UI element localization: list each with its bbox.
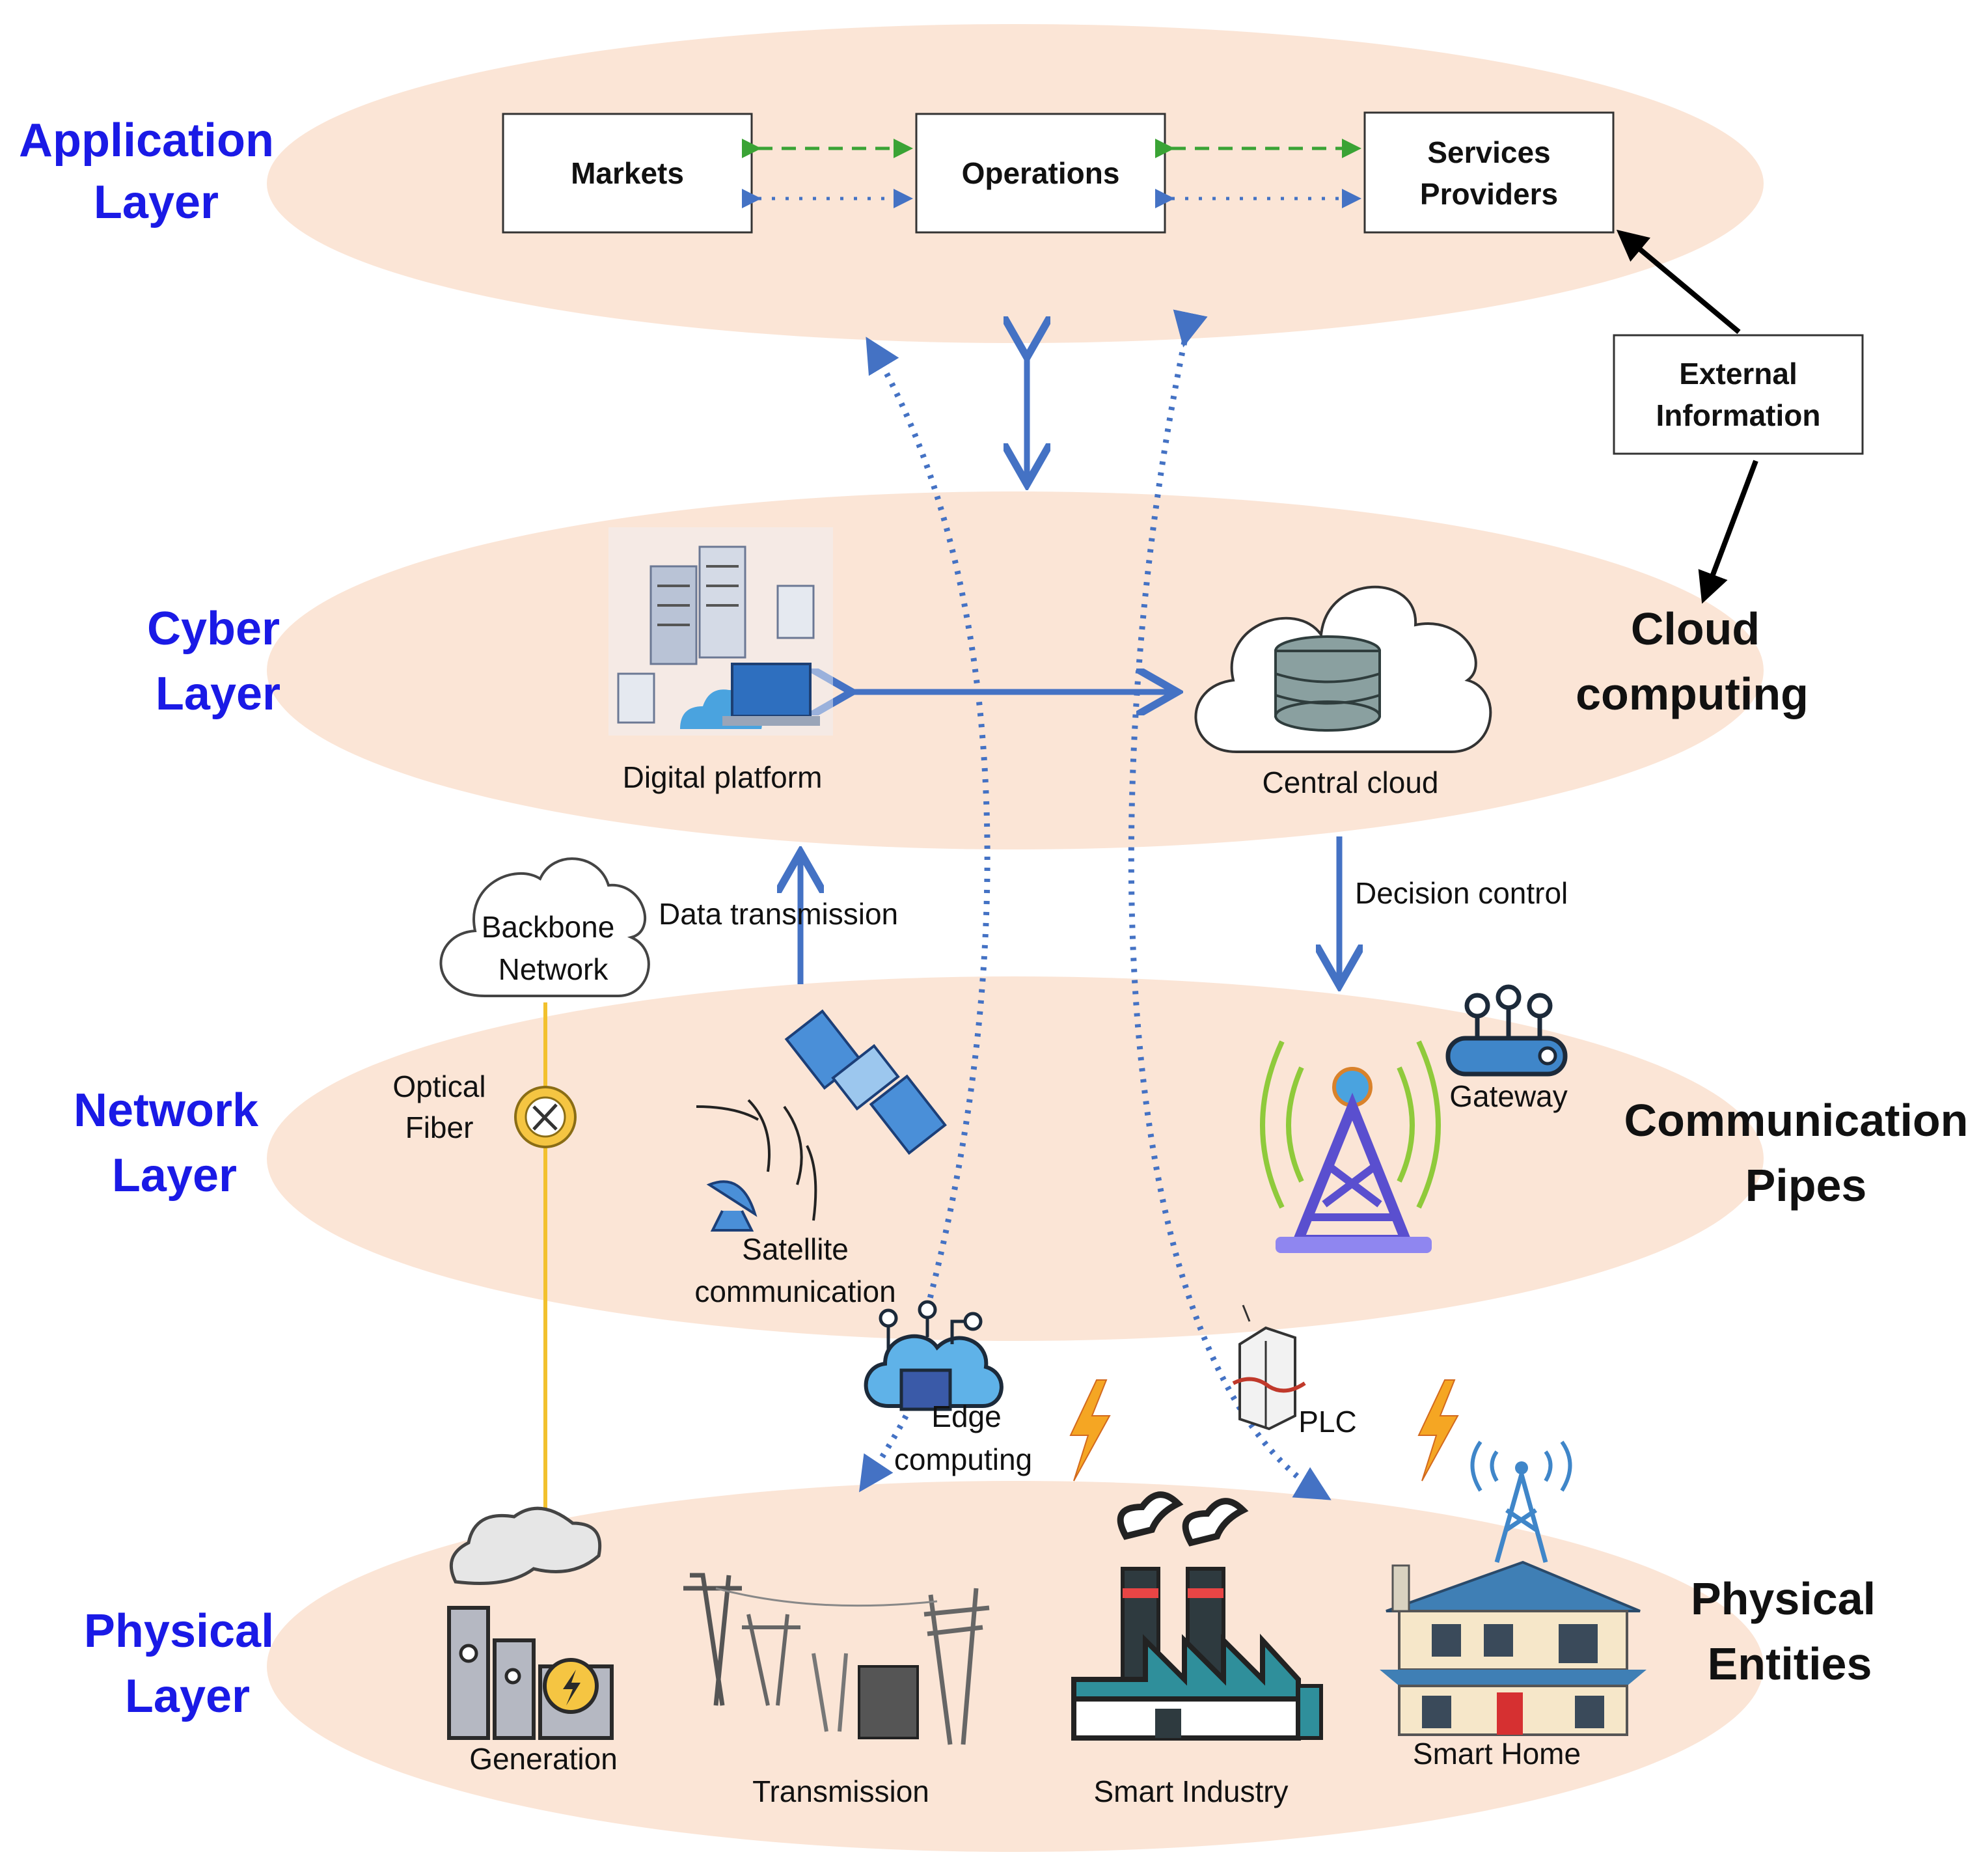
lightning-icon	[1069, 1379, 1111, 1482]
external-to-services-arrow	[1616, 229, 1741, 335]
svg-text:Cyber: Cyber	[147, 603, 280, 655]
svg-text:Layer: Layer	[156, 668, 280, 720]
edge-to-transmission-dotted-arrow	[859, 1404, 914, 1493]
transmission-caption: Transmission	[752, 1774, 929, 1808]
central-cloud-caption: Central cloud	[1262, 766, 1438, 799]
svg-text:Application: Application	[19, 115, 274, 167]
svg-text:Markets: Markets	[571, 156, 684, 190]
factory-icon	[1071, 1491, 1323, 1741]
network-layer-label: Network Layer	[74, 1084, 259, 1202]
svg-text:Layer: Layer	[125, 1670, 250, 1722]
plc-device-icon	[1232, 1304, 1306, 1431]
svg-text:Physical: Physical	[1691, 1573, 1876, 1624]
edge-caption-line1: Edge	[931, 1400, 1001, 1433]
svg-text:Layer: Layer	[94, 176, 219, 228]
svg-text:Cloud: Cloud	[1631, 603, 1760, 654]
digital-platform-icon	[608, 527, 833, 736]
svg-text:Operations: Operations	[962, 156, 1120, 190]
optical-caption-line2: Fiber	[405, 1110, 474, 1144]
cyber-layer-label: Cyber Layer	[147, 603, 280, 720]
dish-icon	[696, 1099, 817, 1232]
services-providers-box: Services Providers	[1363, 111, 1615, 234]
generation-caption: Generation	[469, 1742, 618, 1776]
data-transmission-caption: Data transmission	[659, 897, 898, 931]
physical-layer-label: Physical Layer	[84, 1605, 274, 1722]
smart-home-icon	[1380, 1441, 1646, 1736]
svg-text:Entities: Entities	[1708, 1638, 1872, 1689]
svg-text:Pipes: Pipes	[1745, 1160, 1867, 1211]
external-information-box: External Information	[1613, 334, 1864, 455]
svg-text:Layer: Layer	[112, 1150, 237, 1202]
cyber-ellipse	[267, 491, 1764, 849]
physical-ellipse	[267, 1481, 1764, 1852]
backbone-cloud-icon	[439, 857, 650, 997]
laptop-icon	[731, 663, 812, 717]
edge-caption-line2: computing	[894, 1442, 1032, 1476]
gateway-router-icon	[1445, 984, 1568, 1077]
edge-computing-icon	[864, 1300, 1004, 1411]
markets-box: Markets	[502, 113, 753, 234]
transmission-tower-icon	[683, 1573, 990, 1745]
cloud-database-icon	[1194, 585, 1492, 753]
satellite-caption-line1: Satellite	[742, 1232, 849, 1266]
backbone-caption-line2: Network	[499, 952, 609, 986]
svg-text:Network: Network	[74, 1084, 259, 1137]
svg-text:Physical: Physical	[84, 1605, 274, 1657]
svg-text:computing: computing	[1576, 669, 1809, 719]
application-layer-label: Application Layer	[19, 115, 274, 228]
server-icon	[617, 545, 815, 724]
plc-caption: PLC	[1298, 1405, 1356, 1439]
svg-text:Information: Information	[1656, 398, 1821, 432]
application-connectors	[742, 139, 1758, 604]
smart-home-caption: Smart Home	[1413, 1737, 1581, 1771]
digital-platform-caption: Digital platform	[623, 760, 823, 794]
svg-text:Providers: Providers	[1420, 177, 1558, 211]
cloud-computing-label: Cloud computing	[1576, 603, 1809, 719]
gateway-caption: Gateway	[1449, 1079, 1568, 1113]
external-to-cloud-arrow	[1698, 460, 1758, 604]
decision-control-caption: Decision control	[1355, 876, 1568, 910]
edge-to-application-dotted-arrow	[866, 337, 991, 1310]
satellite-icon	[784, 1009, 947, 1155]
svg-text:Communication: Communication	[1624, 1095, 1969, 1146]
optical-caption-line1: Optical	[392, 1069, 485, 1103]
fiber-gear-icon	[514, 1086, 577, 1148]
power-plant-icon	[447, 1506, 614, 1740]
physical-entities-label: Physical Entities	[1691, 1573, 1876, 1689]
lightning-icon	[1417, 1379, 1459, 1482]
svg-text:Services: Services	[1427, 135, 1550, 169]
smart-industry-caption: Smart Industry	[1093, 1774, 1288, 1808]
communication-pipes-label: Communication Pipes	[1624, 1095, 1969, 1211]
backbone-caption-line1: Backbone	[482, 910, 615, 944]
svg-text:External: External	[1679, 357, 1797, 391]
antenna-tower-icon	[1260, 1040, 1441, 1253]
operations-box: Operations	[915, 113, 1166, 234]
satellite-caption-line2: communication	[694, 1275, 895, 1308]
